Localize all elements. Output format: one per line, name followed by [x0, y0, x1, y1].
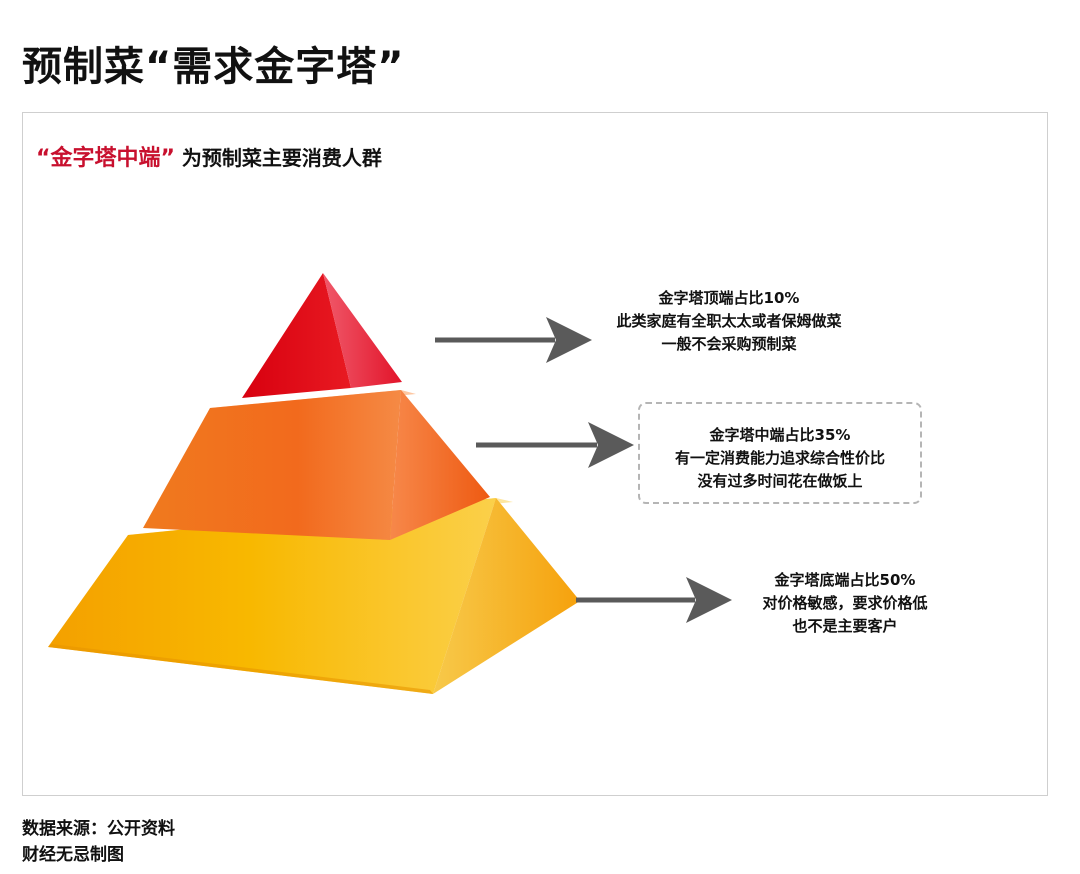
middle-tier-highlight-box [638, 402, 922, 504]
annotation-middle-line: 没有过多时间花在做饭上 [697, 472, 863, 490]
annotation-middle: 金字塔中端占比35% 有一定消费能力追求综合性价比 没有过多时间花在做饭上 [650, 424, 910, 493]
annotation-top-line: 一般不会采购预制菜 [661, 335, 797, 353]
annotation-top: 金字塔顶端占比10% 此类家庭有全职太太或者保姆做菜 一般不会采购预制菜 [609, 287, 849, 356]
annotation-bottom-line: 金字塔底端占比50% [774, 571, 916, 589]
footer: 数据来源：公开资料 财经无忌制图 [22, 816, 175, 868]
diagram-panel [22, 112, 1048, 796]
arrow-top [435, 317, 592, 363]
arrow-bottom [576, 577, 732, 623]
annotation-middle-line: 有一定消费能力追求综合性价比 [674, 449, 885, 467]
source-note: 数据来源：公开资料 [22, 819, 175, 839]
pyramid-tier-top [242, 273, 402, 398]
annotation-middle-line: 金字塔中端占比35% [709, 426, 851, 444]
subtitle-highlight: “金字塔中端” [36, 146, 175, 171]
annotation-bottom-line: 对价格敏感，要求价格低 [762, 594, 928, 612]
page-title: 预制菜“需求金字塔” [22, 44, 405, 90]
pyramid-tier-middle [143, 390, 490, 540]
annotation-top-line: 金字塔顶端占比10% [658, 289, 800, 307]
annotation-bottom-line: 也不是主要客户 [792, 617, 898, 635]
subtitle-text: 为预制菜主要消费人群 [181, 146, 382, 170]
annotation-bottom: 金字塔底端占比50% 对价格敏感，要求价格低 也不是主要客户 [740, 569, 950, 638]
annotation-top-line: 此类家庭有全职太太或者保姆做菜 [616, 312, 842, 330]
credit-note: 财经无忌制图 [22, 845, 124, 865]
diagram-subtitle: “金字塔中端” 为预制菜主要消费人群 [36, 140, 382, 172]
arrow-middle [476, 422, 634, 468]
